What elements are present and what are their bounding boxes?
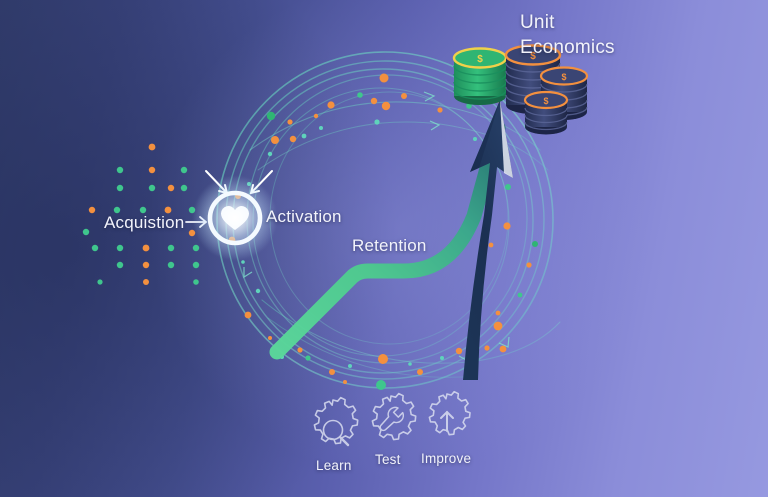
svg-text:$: $: [477, 54, 483, 65]
improvement-loop-gears: [313, 390, 471, 447]
up-arrow-icon: [440, 410, 454, 432]
gear-test: [371, 392, 417, 441]
label-learn: Learn: [316, 458, 352, 473]
label-unit-economics: Unit Economics: [520, 10, 615, 60]
label-unit-economics-line2: Economics: [520, 37, 615, 58]
label-retention: Retention: [352, 236, 427, 255]
svg-text:$: $: [530, 51, 536, 62]
svg-text:$: $: [543, 96, 548, 106]
coin-stack-green: $: [452, 47, 508, 105]
wrench-icon: [379, 406, 404, 432]
label-unit-economics-line1: Unit: [520, 12, 555, 33]
label-improve: Improve: [421, 451, 472, 466]
coin-stack-group: $ $: [452, 44, 589, 135]
label-test: Test: [375, 452, 401, 467]
activation-heart-badge: [193, 176, 277, 260]
label-acquisition: Acquistion: [104, 213, 185, 232]
growth-arrow-icon: [463, 100, 513, 380]
gear-improve: [428, 390, 471, 436]
coin-stack-navy-3: $: [523, 90, 569, 135]
acquisition-dot-grid: [82, 143, 200, 285]
label-activation: Activation: [266, 207, 342, 226]
gear-learn: [313, 396, 359, 447]
svg-text:$: $: [561, 72, 566, 82]
retention-curve: [269, 120, 506, 360]
magnifier-icon: [322, 419, 344, 441]
